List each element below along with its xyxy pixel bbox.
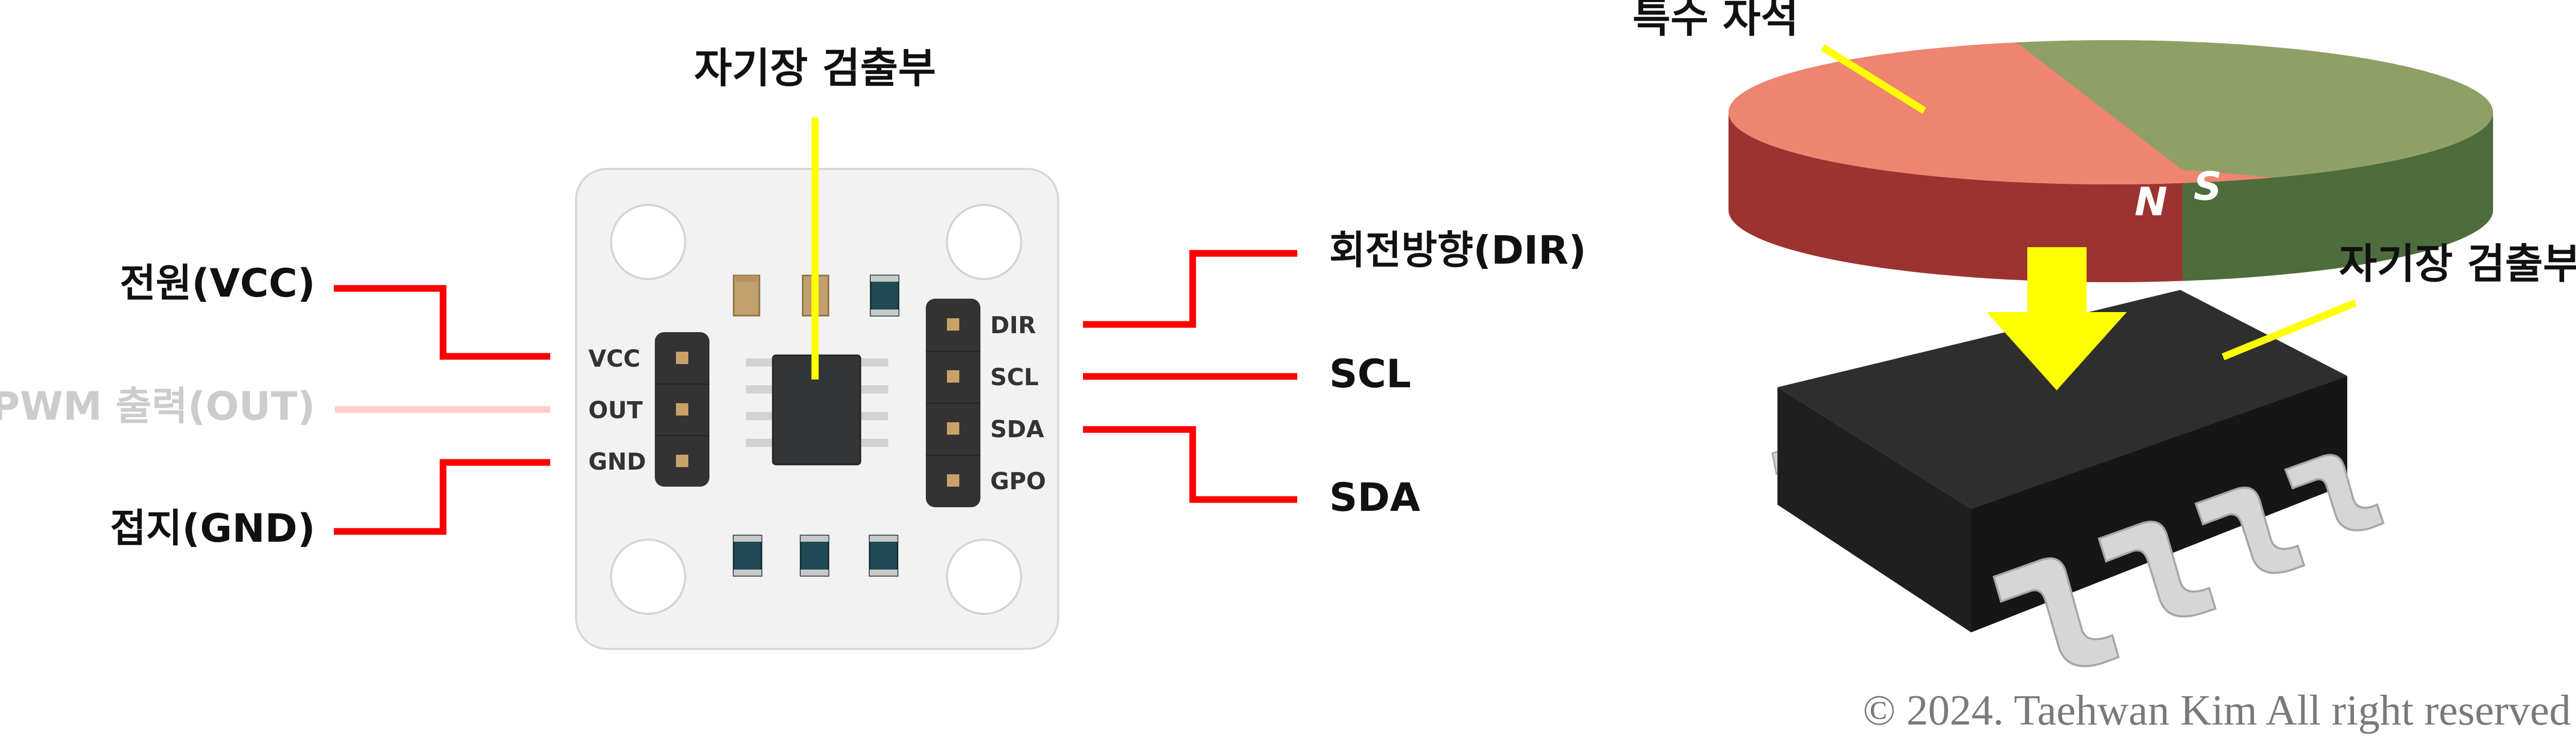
pin-label-gpo: GPO (990, 468, 1046, 495)
label-dir: 회전방향(DIR) (1329, 227, 1586, 273)
magnet-pole-s: S (2194, 163, 2222, 209)
leader-line-gnd (334, 459, 550, 535)
leader-lines-left (334, 117, 1297, 535)
label-sda: SDA (1329, 474, 1420, 520)
label-ground-gnd: 접지(GND) (110, 505, 315, 551)
pin-label-vcc: VCC (588, 345, 640, 372)
label-field-detector-right: 자기장 검출부 (2339, 240, 2576, 288)
leader-line-vcc (334, 285, 550, 360)
smd-component (733, 535, 762, 577)
pin-label-gnd: GND (588, 448, 646, 475)
smd-component (869, 535, 899, 577)
label-power-vcc: 전원(VCC) (120, 260, 315, 306)
sensor-ic (746, 354, 888, 466)
leader-line-magnet (1821, 44, 1926, 114)
leader-line-dir (1083, 250, 1297, 328)
pin-label-scl: SCL (990, 364, 1039, 391)
pin-header-right (926, 299, 980, 507)
smd-component (800, 535, 829, 577)
magnet-pole-n: N (2134, 179, 2167, 225)
mounting-hole (610, 204, 686, 280)
leader-line-sda (1083, 426, 1297, 503)
label-pwm-out: PWM 출력(OUT) (0, 383, 315, 429)
label-field-detector-left: 자기장 검출부 (694, 44, 936, 92)
pin-label-sda: SDA (990, 416, 1044, 443)
pin-label-out: OUT (588, 397, 643, 424)
ic-chip (1771, 290, 2385, 667)
smd-component (870, 274, 900, 317)
mounting-hole (610, 539, 686, 615)
pin-header-left (655, 332, 709, 487)
copyright-text: © 2024. Taehwan Kim All right reserved (1863, 686, 2571, 734)
special-magnet: N S (1728, 40, 2493, 282)
field-arrow (1987, 247, 2127, 390)
ic-pins-front (1992, 454, 2385, 667)
pin-label-dir: DIR (990, 312, 1036, 339)
leader-line-detector-right (2222, 299, 2357, 360)
smd-component (733, 274, 760, 317)
label-special-magnet: 특수 자석 (1633, 0, 1799, 42)
mounting-hole (946, 539, 1022, 615)
mounting-hole (946, 204, 1022, 280)
label-scl: SCL (1329, 351, 1411, 397)
